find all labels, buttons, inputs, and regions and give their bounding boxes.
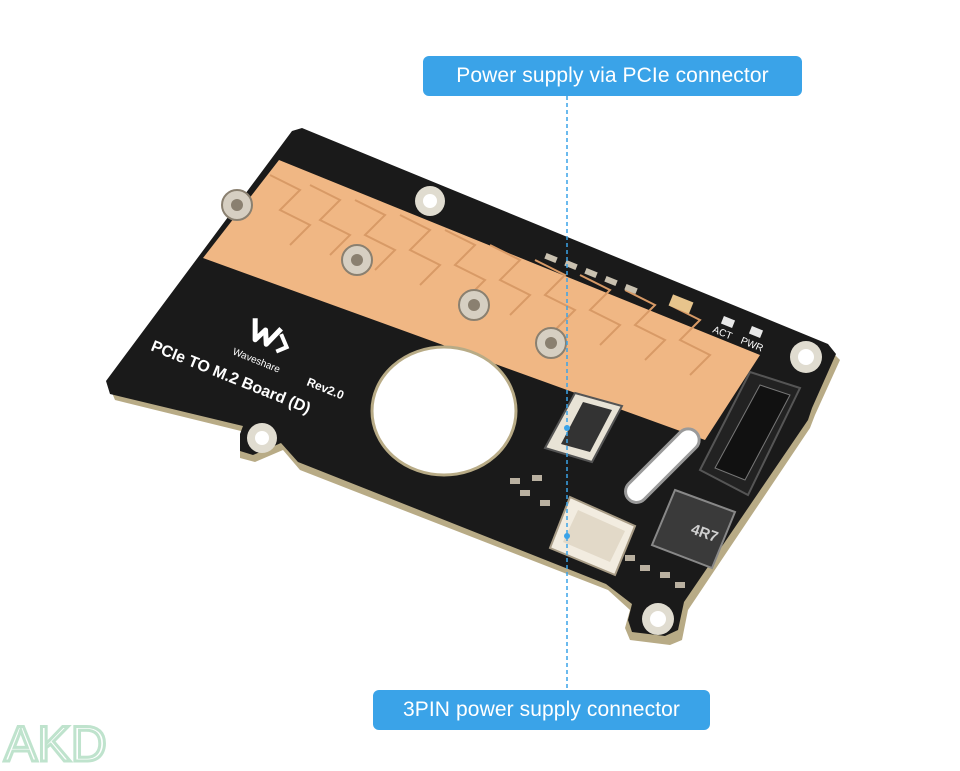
mounting-hole	[642, 603, 674, 635]
akd-watermark: AKD	[3, 717, 109, 771]
smd-components	[544, 252, 764, 338]
board-cutout	[370, 345, 518, 477]
inductor: 4R7	[650, 488, 737, 570]
callout-3pin-power: 3PIN power supply connector	[373, 690, 710, 730]
brass-standoff	[535, 327, 567, 359]
mounting-hole	[247, 423, 277, 453]
copper-pattern	[269, 174, 712, 376]
mounting-hole	[415, 186, 445, 216]
leader-dot-bottom	[564, 533, 570, 539]
brass-standoff	[341, 244, 373, 276]
brass-standoff	[458, 289, 490, 321]
waveshare-logo	[252, 318, 290, 354]
watermark-text: AKD	[4, 717, 107, 771]
board-slot	[624, 427, 701, 504]
leader-dot-top	[564, 425, 570, 431]
callout-pcie-power: Power supply via PCIe connector	[423, 56, 802, 96]
m2-slot	[698, 370, 802, 497]
3pin-connector	[548, 495, 637, 577]
brass-standoff	[221, 189, 253, 221]
mounting-hole	[790, 341, 822, 373]
ffc-connector	[543, 391, 624, 464]
smd-components	[510, 475, 685, 588]
